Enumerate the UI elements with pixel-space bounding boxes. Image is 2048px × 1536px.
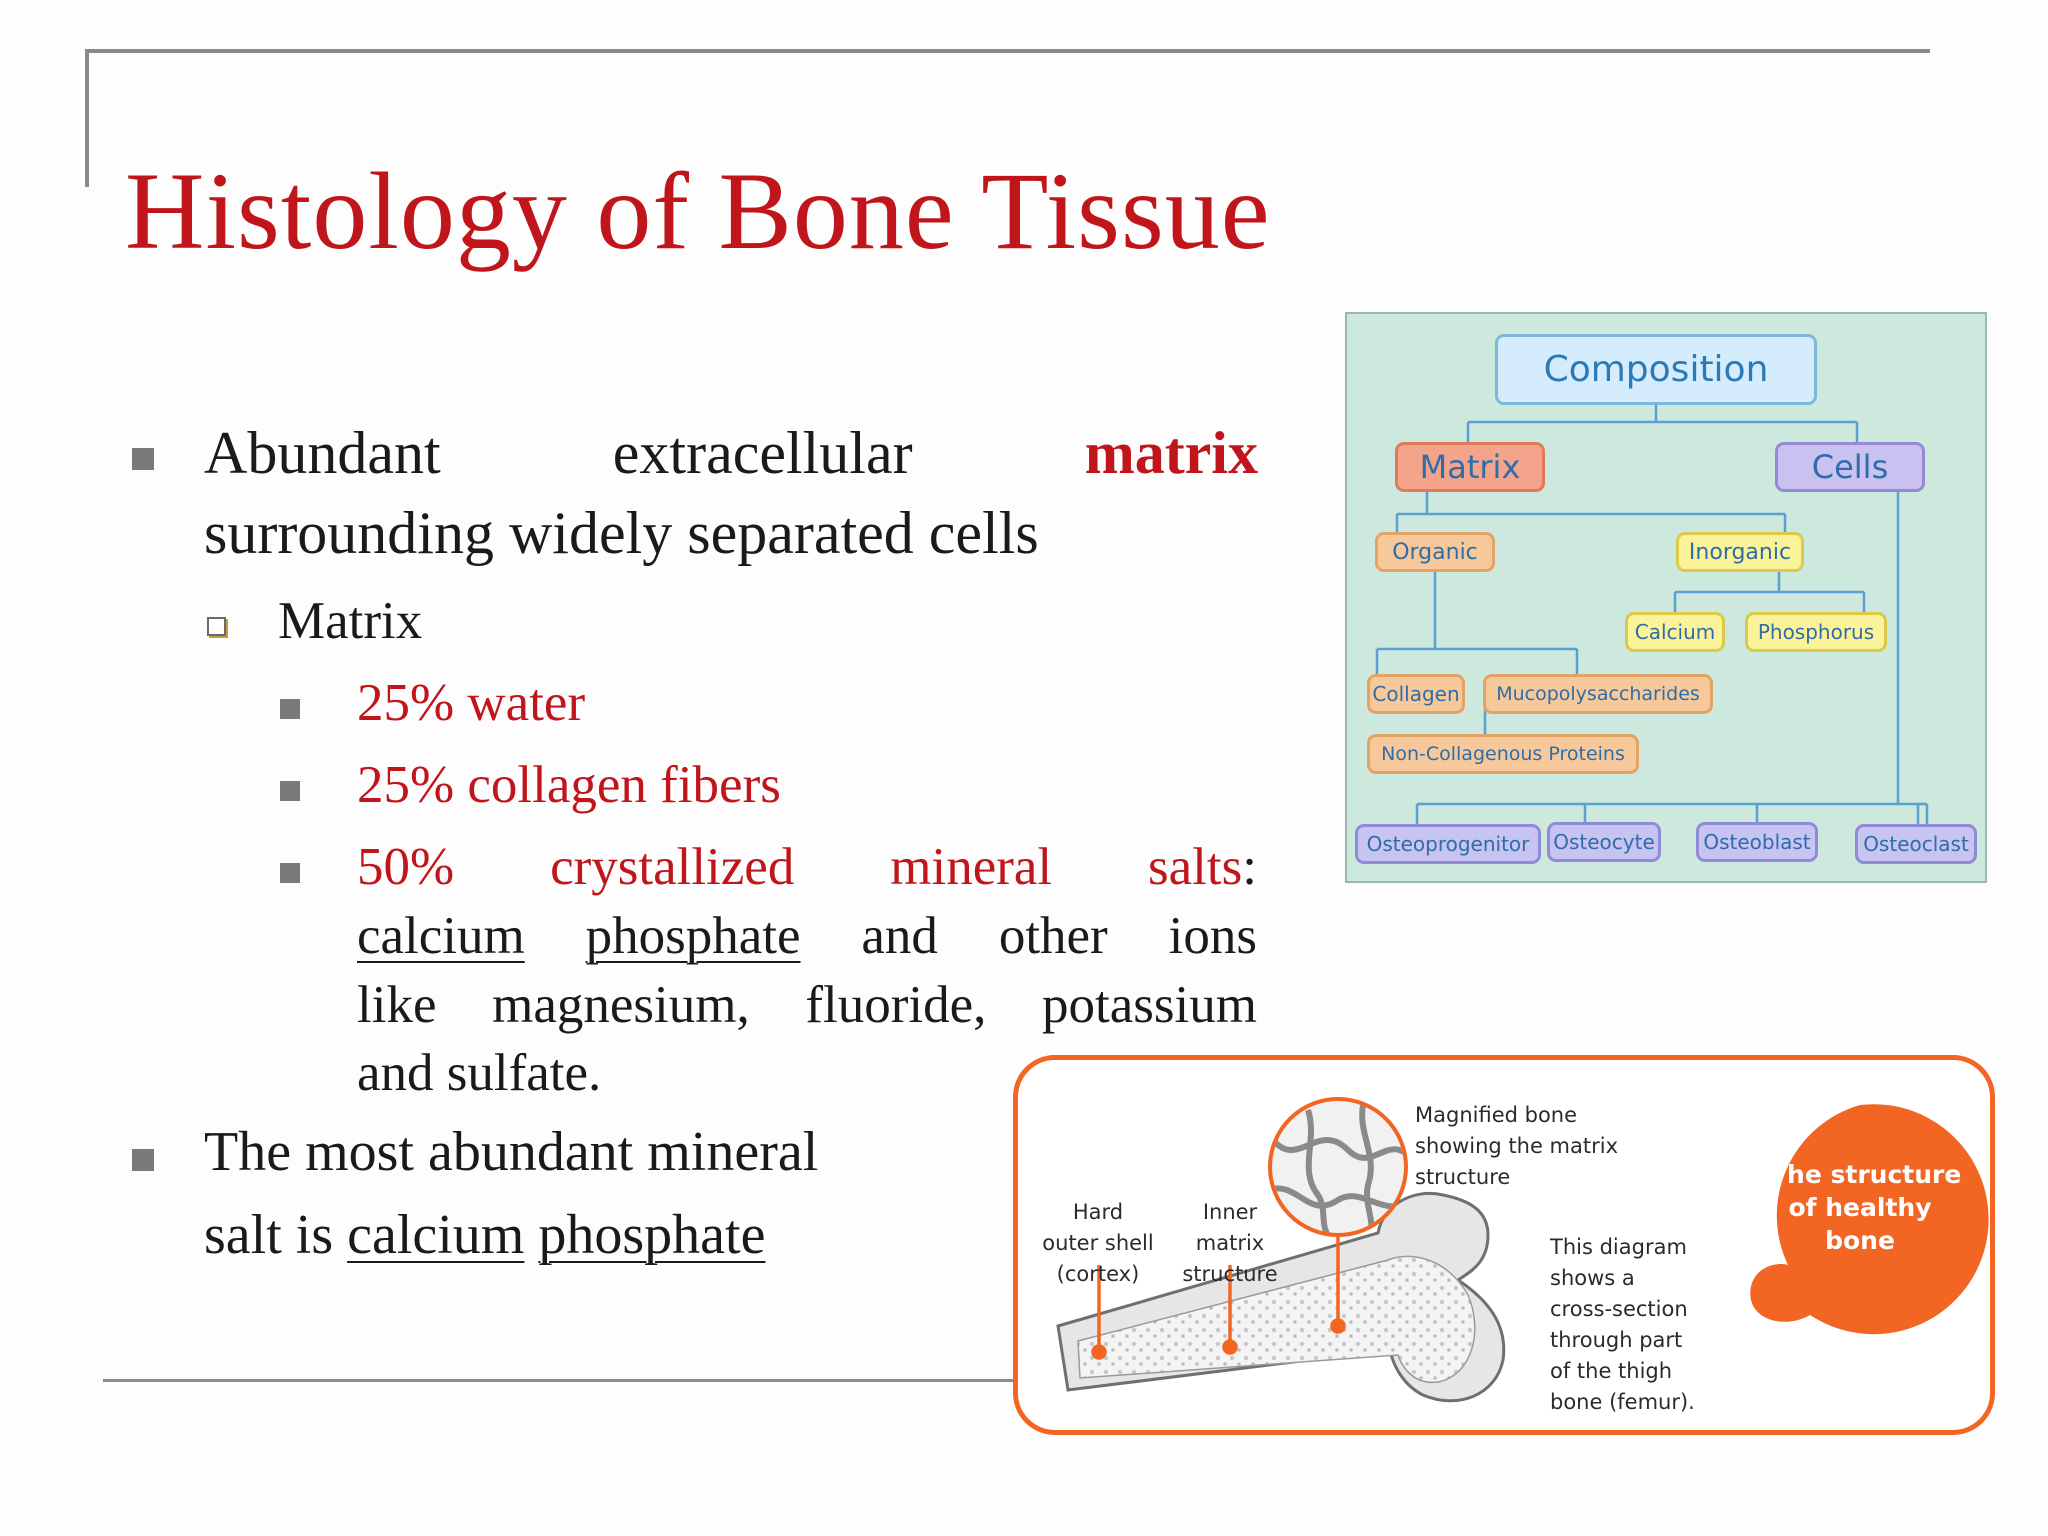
word: salts: [1148, 833, 1257, 901]
label-line: Magnified bone [1415, 1103, 1578, 1127]
label-line: outer shell [1042, 1231, 1154, 1255]
item-mineral-line4: and sulfate. [357, 1044, 602, 1102]
bullet-square [280, 781, 300, 801]
label-line: shows a [1550, 1266, 1635, 1290]
node-cells: Cells [1775, 442, 1925, 492]
word-calcium: calcium [347, 1204, 525, 1266]
item-mineral-line1: 50% crystallized mineral salts: [357, 833, 1257, 901]
word: other [998, 907, 1108, 965]
label-line: This diagram [1550, 1235, 1687, 1259]
node-calcium: Calcium [1625, 612, 1725, 652]
word: 50% [357, 838, 455, 896]
bottom-rule [103, 1379, 1013, 1382]
word: magnesium, [492, 976, 750, 1034]
label-line: (cortex) [1056, 1262, 1140, 1286]
word: fluoride, [805, 976, 987, 1034]
label-line: Inner [1202, 1200, 1258, 1224]
bone-structure-figure: Magnified bone showing the matrix struct… [1013, 1055, 1995, 1435]
item-mineral-line3: like magnesium, fluoride, potassium [357, 971, 1257, 1039]
node-matrix: Matrix [1395, 442, 1545, 492]
node-collagen: Collagen [1367, 674, 1465, 714]
inner-matrix-label: Inner matrix structure [1170, 1197, 1290, 1290]
slide-title: Histology of Bone Tissue [125, 150, 1271, 272]
hollow-bullet-icon [207, 617, 226, 636]
magnified-label: Magnified bone showing the matrix struct… [1415, 1100, 1618, 1193]
label-line: structure [1182, 1262, 1278, 1286]
matrix-subheading: Matrix [278, 592, 423, 650]
item-collagen: 25% collagen fibers [357, 756, 781, 814]
diagram-description: This diagram shows a cross-section throu… [1550, 1232, 1695, 1418]
label-line: bone (femur). [1550, 1390, 1695, 1414]
bullet-square [280, 863, 300, 883]
top-rule [85, 49, 1930, 53]
word: Abundant [204, 420, 441, 486]
colon: : [1242, 838, 1257, 896]
item-water: 25% water [357, 674, 586, 732]
bullet-square [132, 1149, 154, 1171]
bullet1-line1: Abundant extracellular matrix [204, 411, 1258, 495]
word-salts: salts [1148, 838, 1243, 896]
word-calcium: calcium [357, 907, 525, 965]
bullet1-line2: surrounding widely separated cells [204, 500, 1039, 566]
word: extracellular [612, 420, 913, 486]
node-organic: Organic [1375, 532, 1495, 572]
bullet-square [132, 448, 154, 470]
bullet2-line2: salt is calcium phosphate [204, 1201, 765, 1269]
node-inorganic: Inorganic [1676, 532, 1804, 572]
label-line: Hard [1072, 1200, 1124, 1224]
cortex-label: Hard outer shell (cortex) [1038, 1197, 1158, 1290]
matrix-emphasis: matrix [1084, 420, 1258, 486]
word: like [357, 976, 437, 1034]
femur-illustration [1056, 1097, 1989, 1403]
node-composition: Composition [1495, 334, 1817, 405]
word: and [861, 907, 938, 965]
composition-diagram: Composition Matrix Cells Organic Inorgan… [1345, 312, 1987, 883]
word: mineral [890, 838, 1053, 896]
label-line: The structure [1770, 1160, 1962, 1189]
label-line: through part [1550, 1328, 1683, 1352]
label-line: structure [1415, 1165, 1511, 1189]
label-line: cross-section [1550, 1297, 1688, 1321]
node-noncollagenous-proteins: Non-Collagenous Proteins [1367, 734, 1639, 774]
structure-bubble-text: The structure of healthy bone [1770, 1158, 1962, 1257]
node-phosphorus: Phosphorus [1745, 612, 1887, 652]
word-phosphate: phosphate [538, 1204, 766, 1266]
label-line: bone [1825, 1226, 1895, 1255]
label-line: of the thigh [1550, 1359, 1673, 1383]
label-line: matrix [1195, 1231, 1265, 1255]
item-mineral-line2: calcium phosphate and other ions [357, 902, 1257, 970]
node-osteoprogenitor: Osteoprogenitor [1355, 824, 1541, 864]
word: crystallized [550, 838, 795, 896]
node-osteocyte: Osteocyte [1547, 822, 1661, 862]
bullet-square [280, 699, 300, 719]
node-mucopolysaccharides: Mucopolysaccharides [1483, 674, 1713, 714]
label-line: of healthy [1788, 1193, 1932, 1222]
word: salt is [204, 1204, 334, 1266]
label-line: showing the matrix [1415, 1134, 1619, 1158]
left-rule [85, 49, 89, 187]
word-phosphate: phosphate [585, 907, 801, 965]
bullet2-line1: The most abundant mineral [204, 1121, 819, 1183]
word: potassium [1042, 976, 1257, 1034]
word: ions [1168, 907, 1257, 965]
node-osteoclast: Osteoclast [1855, 824, 1977, 864]
node-osteoblast: Osteoblast [1696, 822, 1818, 862]
